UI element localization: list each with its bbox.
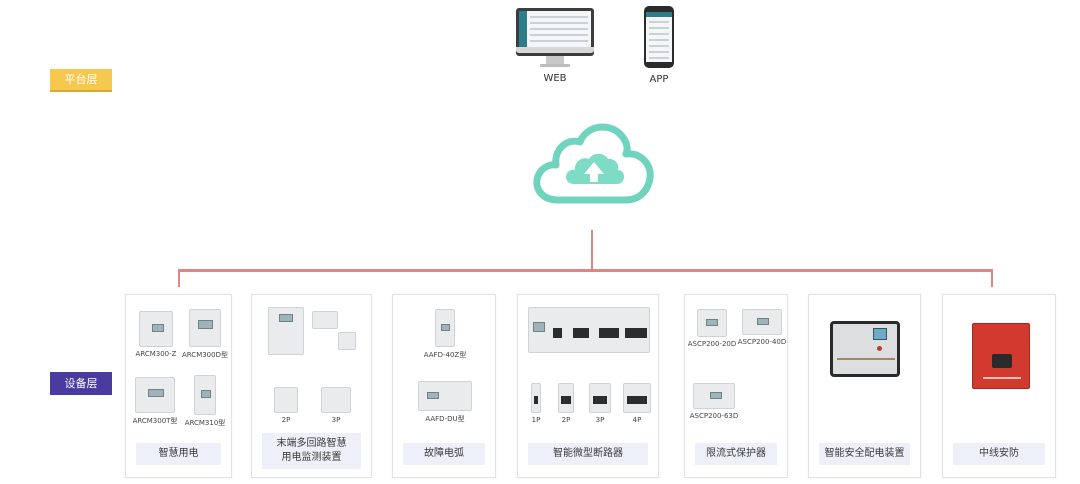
device-card-smart-safety-distribution[interactable]: 智能安全配电装置 — [808, 294, 921, 478]
product-multi-circuit-sensors — [308, 311, 366, 353]
device-caption: 故障电弧 — [403, 443, 485, 465]
device-layer-tag: 设备层 — [50, 372, 112, 395]
product-multi-circuit-main-unit — [266, 307, 306, 358]
cloud-stem-line — [591, 230, 593, 270]
device-caption: 限流式保护器 — [695, 443, 777, 465]
left-drop-line — [178, 270, 180, 287]
product-ascp200-63d: ASCP200-63D — [689, 383, 739, 420]
app-label: APP — [649, 74, 669, 85]
device-caption: 末端多回路智慧用电监测装置 — [262, 433, 361, 469]
app-terminal: APP — [638, 6, 680, 85]
product-safety-distribution-box — [829, 321, 901, 380]
product-neutral-line-protector — [971, 323, 1031, 392]
product-mcb-assembly — [527, 307, 651, 356]
product-ascp200-20d: ASCP200-20D — [687, 309, 737, 348]
product-3p: 3P — [316, 387, 356, 424]
horizontal-bus-line — [178, 269, 993, 272]
device-card-smart-electricity[interactable]: ARCM300-Z ARCM300D型 ARCM300T型 ARCM310型 智… — [125, 294, 232, 478]
product-arcm300d: ARCM300D型 — [180, 309, 230, 360]
device-caption: 智能微型断路器 — [528, 443, 648, 465]
device-caption: 智慧用电 — [136, 443, 221, 465]
product-mcb-1p: 1P — [528, 383, 544, 424]
product-mcb-2p: 2P — [556, 383, 576, 424]
product-mcb-3p: 3P — [588, 383, 612, 424]
cloud-upload-icon — [533, 123, 654, 204]
monitor-icon — [516, 8, 594, 56]
device-card-multi-circuit-monitor[interactable]: 2P 3P 末端多回路智慧用电监测装置 — [251, 294, 372, 478]
device-card-smart-mcb[interactable]: 1P 2P 3P 4P 智能微型断路器 — [517, 294, 659, 478]
product-arcm300t: ARCM300T型 — [130, 377, 180, 426]
product-ascp200-40d: ASCP200-40D — [737, 309, 787, 346]
device-caption: 智能安全配电装置 — [819, 443, 910, 465]
smartphone-icon — [644, 6, 674, 68]
product-mcb-4p: 4P — [622, 383, 652, 424]
device-card-neutral-line-protection[interactable]: 中线安防 — [942, 294, 1056, 478]
device-card-arc-fault[interactable]: AAFD-40Z型 AAFD-DU型 故障电弧 — [392, 294, 496, 478]
product-arcm310: ARCM310型 — [182, 375, 228, 428]
web-terminal: WEB — [514, 8, 596, 84]
device-card-current-limiting-protector[interactable]: ASCP200-20D ASCP200-40D ASCP200-63D 限流式保… — [684, 294, 788, 478]
platform-layer-tag: 平台层 — [50, 69, 112, 92]
product-aafd-40z: AAFD-40Z型 — [415, 309, 475, 360]
device-caption: 中线安防 — [953, 443, 1045, 465]
product-arcm300-z: ARCM300-Z — [132, 311, 180, 358]
product-aafd-du: AAFD-DU型 — [409, 381, 481, 424]
web-label: WEB — [543, 73, 567, 84]
right-drop-line — [991, 270, 993, 287]
product-2p: 2P — [268, 387, 304, 424]
